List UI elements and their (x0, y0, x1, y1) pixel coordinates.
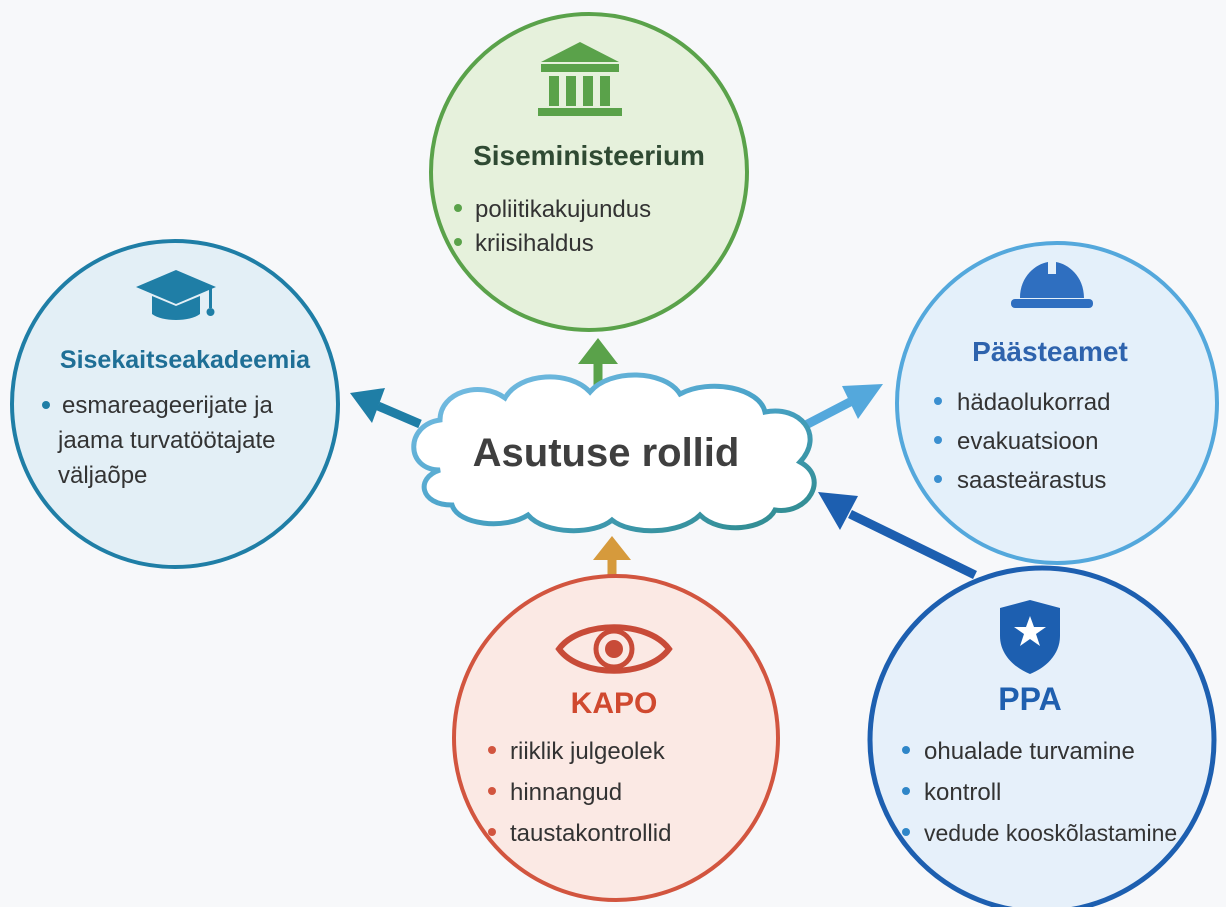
node-paasteamet: Päästeamet hädaolukorrad evakuatsioon sa… (895, 241, 1219, 565)
arrow-to-sisekaitseakadeemia (350, 388, 422, 429)
node-title: Päästeamet (972, 336, 1128, 367)
node-title: PPA (998, 681, 1061, 717)
arrow-from-kapo (593, 536, 631, 580)
bullet-text: kontroll (924, 779, 1001, 806)
bullet-text: kriisihaldus (475, 230, 594, 257)
police-badge-icon (1000, 600, 1060, 674)
node-siseministeerium: Siseministeerium poliitikakujundus kriis… (429, 12, 749, 332)
bullet-text: riiklik julgeolek (510, 738, 666, 765)
bullet-text: hinnangud (510, 779, 622, 806)
node-ppa: PPA ohualade turvamine kontroll vedude k… (867, 565, 1217, 907)
bullet-text: väljaõpe (58, 462, 147, 489)
node-title: Sisekaitseakadeemia (60, 346, 311, 374)
node-kapo: KAPO riiklik julgeolek hinnangud taustak… (452, 574, 780, 902)
eye-icon (555, 624, 673, 674)
government-building-icon (538, 42, 622, 116)
node-sisekaitseakadeemia: Sisekaitseakadeemia esmareageerijate ja … (10, 239, 340, 569)
arrow-from-ppa (818, 492, 977, 580)
bullet-text: evakuatsioon (957, 428, 1098, 455)
bullet-text: hädaolukorrad (957, 389, 1110, 416)
bullet-text: saasteärastus (957, 467, 1106, 494)
center-cloud: Asutuse rollid (411, 372, 817, 534)
bullet-text: esmareageerijate ja (62, 392, 273, 419)
center-label: Asutuse rollid (473, 431, 740, 475)
arrow-to-paasteamet (797, 384, 883, 432)
bullet-text: poliitikakujundus (475, 196, 651, 223)
bullet-text: vedude kooskõlastamine (924, 820, 1177, 846)
graduation-cap-icon (136, 270, 216, 320)
bullet-text: ohualade turvamine (924, 738, 1135, 765)
bullet-text: taustakontrollid (510, 820, 671, 847)
node-title: KAPO (571, 687, 658, 720)
firefighter-helmet-icon (1011, 262, 1093, 308)
node-title: Siseministeerium (473, 140, 705, 171)
bullet-text: jaama turvatöötajate (57, 427, 275, 454)
